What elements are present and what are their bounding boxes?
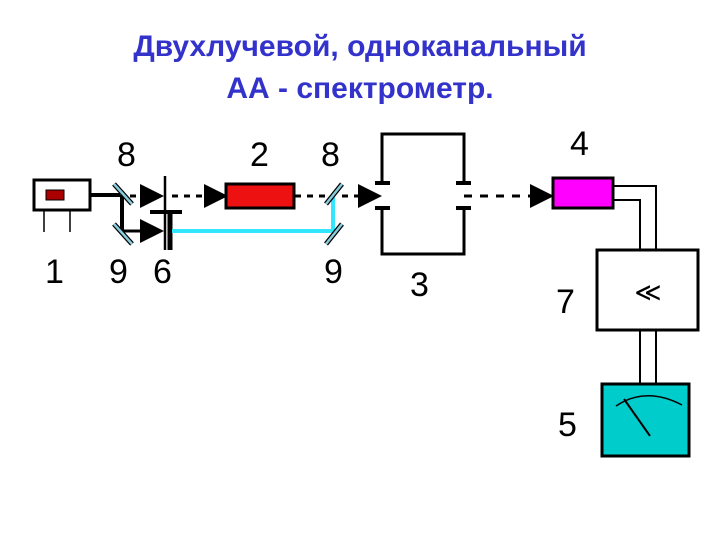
- mirror-bottom-right: [324, 222, 344, 246]
- monochromator: [375, 132, 471, 256]
- title-line-1: Двухлучевой, одноканальный: [133, 30, 587, 63]
- signal-wires: [613, 185, 657, 384]
- sample-beam-path: [90, 184, 554, 243]
- detector: [551, 176, 615, 210]
- mirror-top-left: [112, 182, 134, 206]
- atomizer-flame: [224, 182, 296, 210]
- label-mirror-bottom-right: 9: [324, 253, 343, 291]
- label-source: 1: [45, 253, 64, 291]
- mirror-bottom-left: [112, 222, 134, 246]
- label-amplifier: 7: [556, 283, 575, 321]
- label-chopper: 6: [153, 253, 172, 291]
- title-line-2: АА - спектрометр.: [226, 72, 494, 105]
- diagram-title: Двухлучевой, одноканальный АА - спектром…: [0, 26, 720, 110]
- label-meter: 5: [558, 406, 577, 444]
- mirror-top-right: [324, 182, 344, 206]
- amplifier: ≪: [595, 248, 700, 332]
- chopper: [150, 176, 182, 250]
- amplifier-symbol: ≪: [634, 278, 661, 308]
- readout-meter: [600, 382, 691, 458]
- meter-needle: [623, 398, 651, 437]
- reference-beam: [172, 196, 335, 233]
- label-mirror-top-right: 8: [321, 136, 340, 174]
- label-mirror-top-left: 8: [117, 136, 136, 174]
- label-mirror-bottom-left: 9: [109, 253, 128, 291]
- label-flame: 2: [250, 136, 269, 174]
- label-detector: 4: [570, 125, 589, 163]
- hollow-cathode-lamp: [32, 178, 92, 232]
- label-monochromator: 3: [410, 266, 429, 304]
